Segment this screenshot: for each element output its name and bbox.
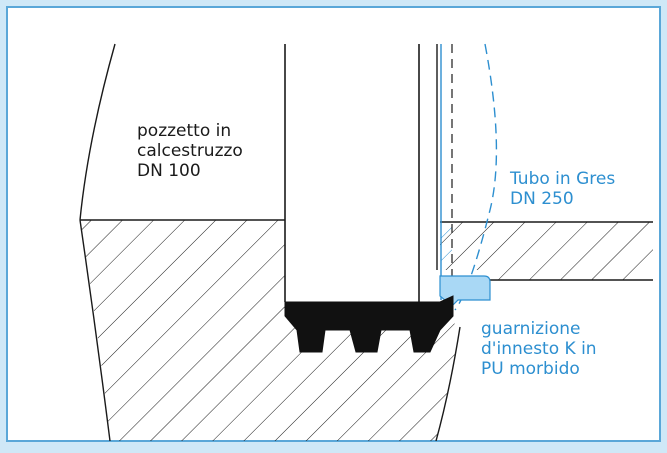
pipe-label-line2: DN 250 [510, 189, 574, 209]
manhole-label-line3: DN 100 [137, 161, 201, 181]
stoneware-pipe-outer-dashed [454, 43, 498, 311]
soil-hatch-left [80, 220, 460, 441]
manhole-outer-wall-right-lower [435, 326, 461, 441]
shaft-interior [285, 44, 419, 302]
manhole-outer-wall-left-lower [79, 219, 111, 441]
pipe-label-line1: Tubo in Gres [509, 169, 615, 189]
seal-label-line3: PU morbido [481, 359, 580, 379]
soil-hatch-right [440, 222, 653, 280]
seal-label-line1: guarnizione [481, 319, 580, 339]
manhole-label-line2: calcestruzzo [137, 141, 243, 161]
k-seal-profile [284, 295, 454, 353]
pipe-wall-hatch [441, 222, 452, 270]
seal-label-line2: d'innesto K in [481, 339, 597, 359]
manhole-outer-wall-left [79, 43, 116, 221]
manhole-label-line1: pozzetto in [137, 121, 231, 141]
